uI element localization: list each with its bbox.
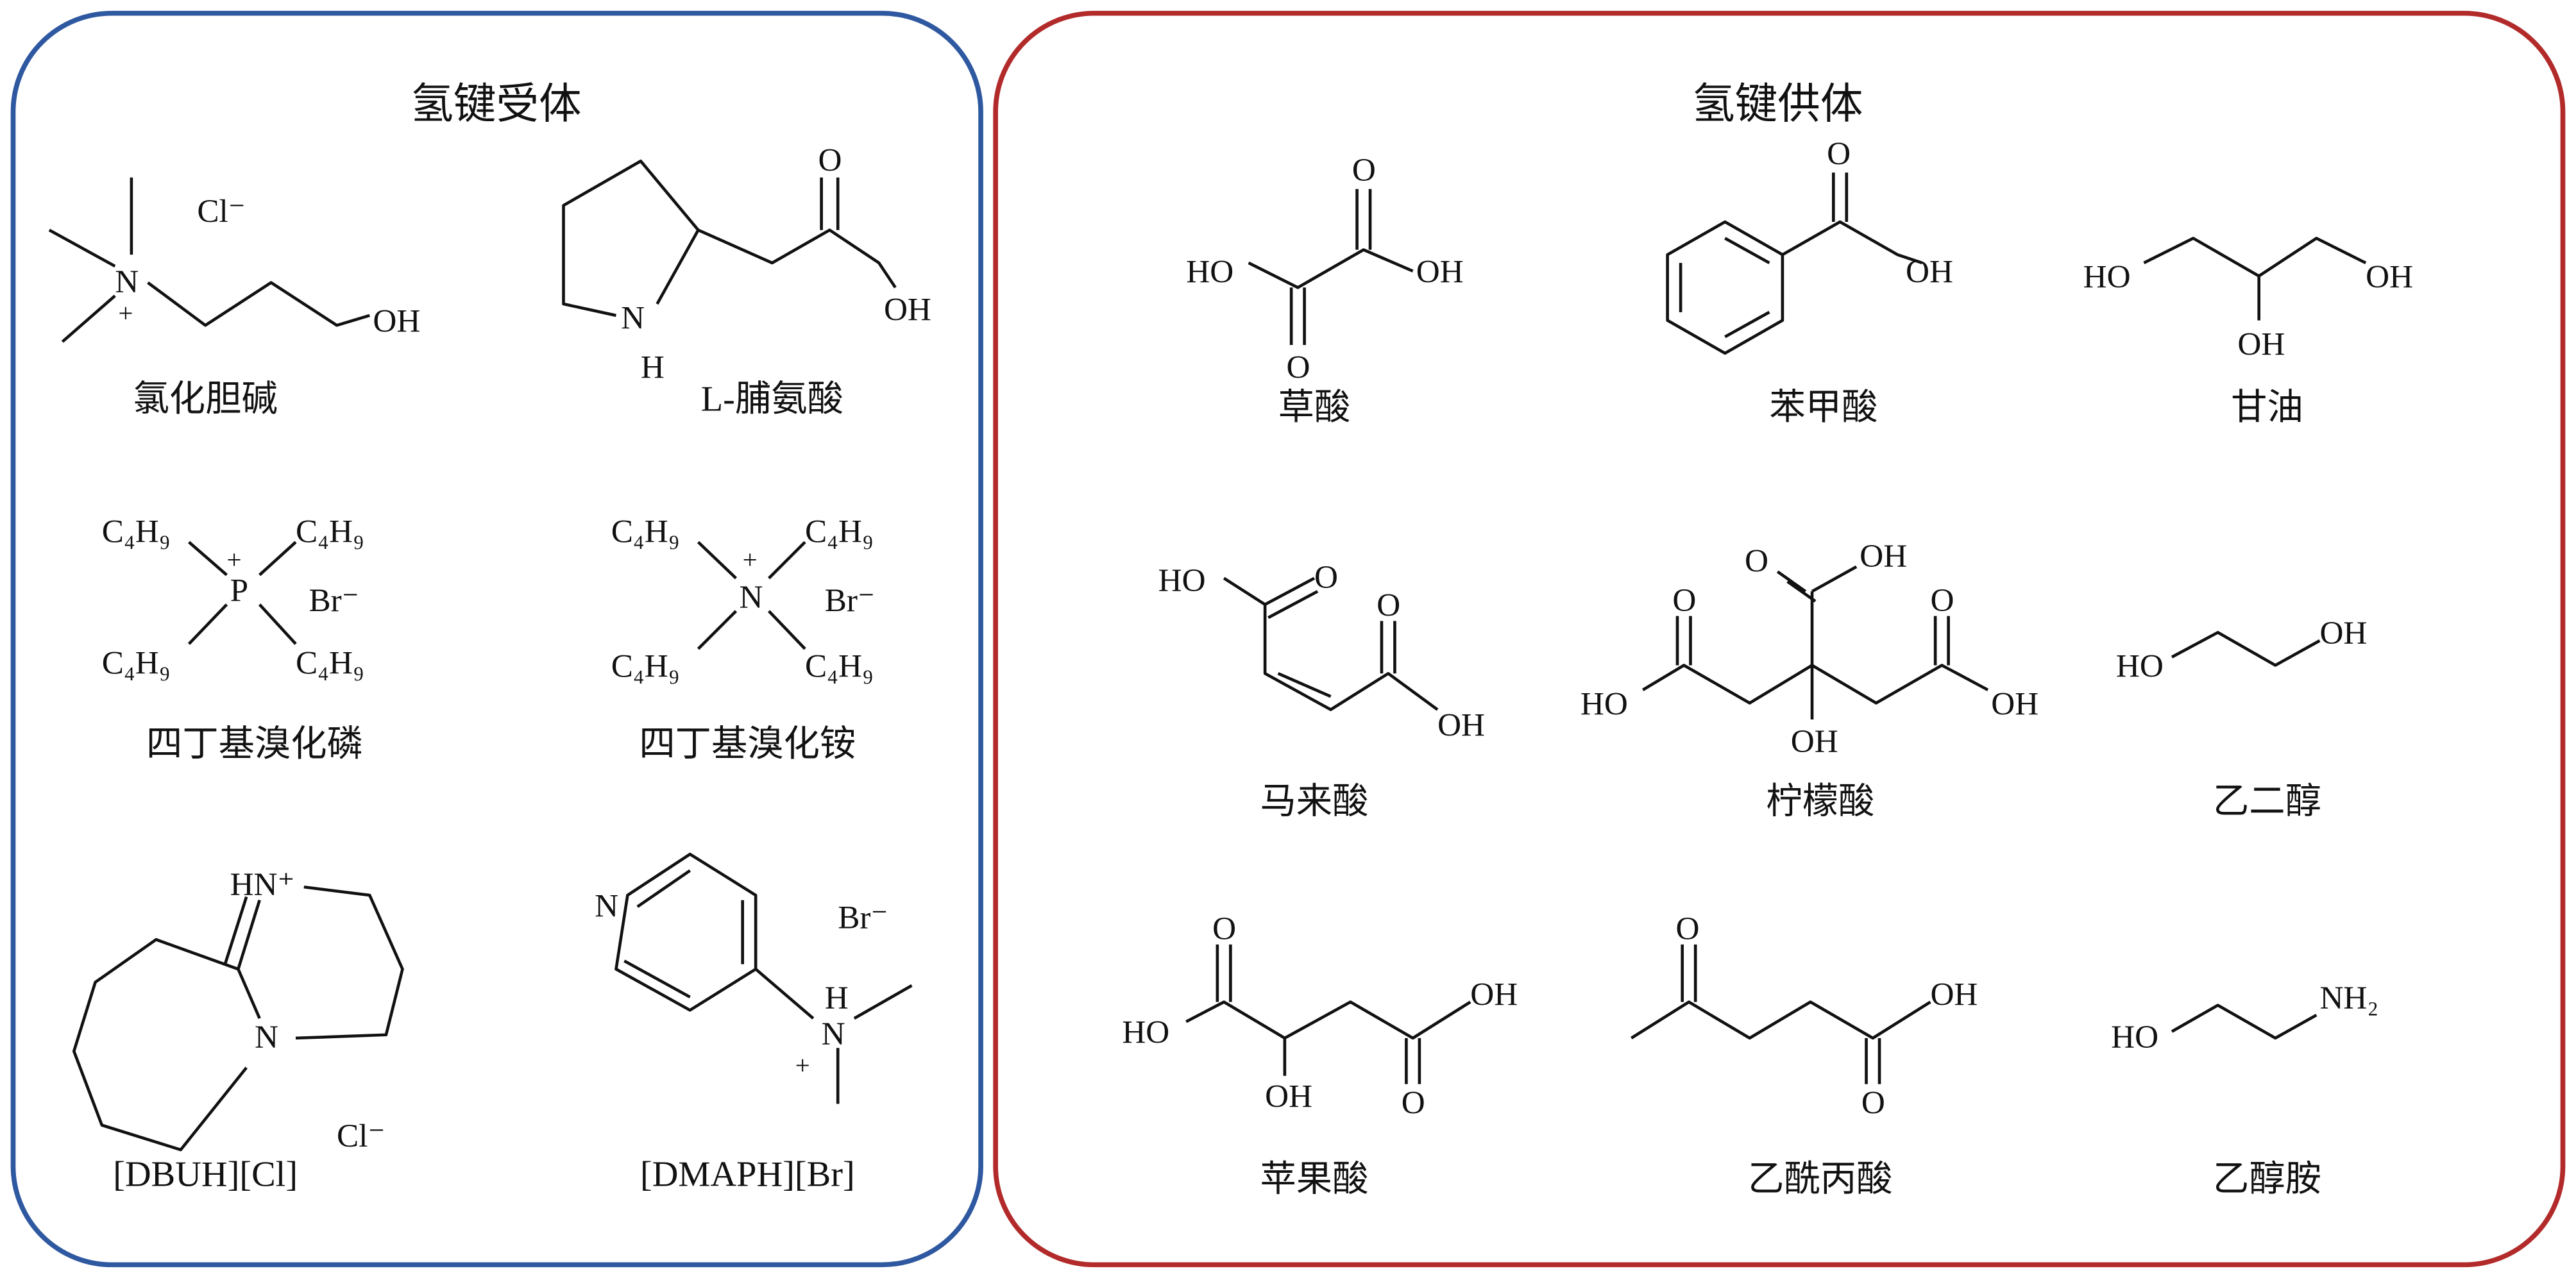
charge-label: +: [226, 544, 241, 574]
molecule-levulinic-acid: O O OH 乙酰丙酸: [1631, 911, 1978, 1199]
atom-label: N: [740, 579, 763, 616]
atom-label: OH: [1470, 977, 1518, 1013]
atom-label: HO: [2111, 1019, 2158, 1055]
atom-label: C₄H₉: [102, 513, 171, 550]
atom-label: OH: [1860, 538, 1907, 575]
atom-label: OH: [2366, 258, 2413, 295]
molecule-l-proline: N H O OH L-脯氨酸: [562, 142, 931, 419]
atom-label: C₄H₉: [611, 648, 680, 684]
atom-label: O: [1861, 1085, 1885, 1122]
charge-label: +: [743, 544, 758, 574]
atom-label: O: [1212, 911, 1236, 947]
molecule-choline-chloride: N + Cl⁻ OH 氯化胆碱: [48, 177, 420, 419]
molecule-name: [DMAPH][Br]: [640, 1154, 855, 1194]
atom-label: NH₂: [2319, 980, 2378, 1016]
molecule-name: 乙二醇: [2213, 782, 2321, 821]
molecule-ethanolamine: HO NH₂ 乙醇胺: [2111, 980, 2378, 1199]
atom-label: N: [115, 264, 139, 300]
atom-label: HO: [1122, 1014, 1169, 1051]
molecule-name: 苹果酸: [1260, 1159, 1368, 1199]
atom-label: OH: [373, 303, 420, 340]
molecule-name: 四丁基溴化磷: [146, 724, 363, 764]
atom-label: OH: [1265, 1078, 1312, 1114]
molecule-name: 马来酸: [1260, 782, 1368, 821]
molecule-name: 苯甲酸: [1769, 387, 1877, 427]
counter-ion-label: Br⁻: [825, 582, 875, 619]
molecule-tetrabutylphosphonium-bromide: P + C₄H₉ C₄H₉ C₄H₉ C₄H₉ Br⁻ 四丁基溴化磷: [102, 513, 364, 764]
atom-label: N: [822, 1016, 845, 1052]
molecule-name: 四丁基溴化铵: [639, 724, 856, 764]
atom-label: C₄H₉: [102, 644, 171, 681]
molecule-name: L-脯氨酸: [701, 379, 843, 419]
atom-label: HN⁺: [230, 866, 295, 903]
molecule-dbuh-chloride: HN⁺ N Cl⁻ [DBUH][Cl]: [72, 866, 404, 1194]
molecule-ethylene-glycol: HO OH 乙二醇: [2116, 615, 2368, 821]
molecule-name: 草酸: [1278, 387, 1351, 427]
molecule-glycerol: HO OH OH 甘油: [2083, 237, 2413, 427]
atom-label: H: [641, 349, 665, 385]
atom-label: C₄H₉: [296, 644, 364, 681]
atom-label: O: [1402, 1085, 1425, 1122]
atom-label: O: [1675, 911, 1699, 947]
atom-label: OH: [1416, 254, 1464, 290]
molecule-name: [DBUH][Cl]: [113, 1154, 298, 1194]
atom-label: N: [255, 1019, 278, 1055]
molecule-maleic-acid: HO O O OH 马来酸: [1158, 559, 1485, 821]
molecule-name: 乙酰丙酸: [1748, 1159, 1892, 1199]
molecule-name: 乙醇胺: [2213, 1159, 2321, 1199]
atom-label: O: [1827, 135, 1851, 172]
atom-label: OH: [884, 292, 931, 328]
molecule-name: 甘油: [2231, 387, 2303, 427]
atom-label: HO: [2116, 648, 2164, 684]
charge-label: +: [118, 298, 133, 328]
acceptor-panel-border: [10, 10, 983, 1268]
donor-panel-title: 氢键供体: [1692, 81, 1863, 128]
atom-label: OH: [1991, 685, 2038, 722]
molecule-tetrabutylammonium-bromide: N + C₄H₉ C₄H₉ C₄H₉ C₄H₉ Br⁻ 四丁基溴化铵: [611, 513, 875, 764]
molecule-dmaph-bromide: N Br⁻ H N + [DMAPH][Br]: [595, 852, 913, 1194]
atom-label: OH: [1930, 977, 1978, 1013]
atom-label: C₄H₉: [805, 648, 874, 684]
molecule-oxalic-acid: HO O OH O 草酸: [1186, 152, 1464, 427]
atom-label: N: [595, 887, 618, 924]
atom-label: HO: [1158, 562, 1206, 599]
atom-label: O: [1672, 582, 1696, 619]
molecule-name: 氯化胆碱: [133, 379, 277, 419]
atom-label: OH: [1791, 723, 1838, 760]
atom-label: O: [1745, 542, 1768, 579]
atom-label: O: [1352, 152, 1376, 189]
counter-ion-label: Cl⁻: [197, 193, 245, 230]
atom-label: OH: [1906, 254, 1953, 290]
atom-label: OH: [2319, 615, 2367, 652]
atom-label: O: [1286, 349, 1310, 385]
donor-panel-border: [993, 10, 2566, 1268]
molecule-citric-acid: O OH HO O O OH OH 柠檬酸: [1580, 538, 2038, 821]
atom-label: H: [825, 980, 849, 1016]
atom-label: O: [1377, 587, 1400, 624]
atom-label: HO: [2083, 258, 2131, 295]
atom-label: HO: [1580, 685, 1628, 722]
atom-label: C₄H₉: [805, 513, 874, 550]
atom-label: O: [818, 142, 842, 179]
molecule-malic-acid: HO O OH O OH 苹果酸: [1122, 911, 1518, 1199]
atom-label: P: [230, 573, 248, 609]
counter-ion-label: Br⁻: [838, 899, 888, 936]
charge-label: +: [795, 1050, 810, 1080]
atom-label: OH: [2237, 326, 2285, 362]
counter-ion-label: Br⁻: [309, 582, 359, 619]
atom-label: C₄H₉: [611, 513, 680, 550]
atom-label: OH: [1437, 707, 1485, 744]
acceptor-panel-title: 氢键受体: [411, 81, 581, 128]
atom-label: HO: [1186, 254, 1233, 290]
atom-label: C₄H₉: [296, 513, 364, 550]
molecule-name: 柠檬酸: [1766, 782, 1874, 821]
atom-label: O: [1314, 559, 1338, 596]
counter-ion-label: Cl⁻: [337, 1118, 385, 1154]
atom-label: O: [1930, 582, 1954, 619]
molecule-benzoic-acid: O OH 苯甲酸: [1666, 135, 1953, 427]
atom-label: N: [621, 299, 645, 336]
